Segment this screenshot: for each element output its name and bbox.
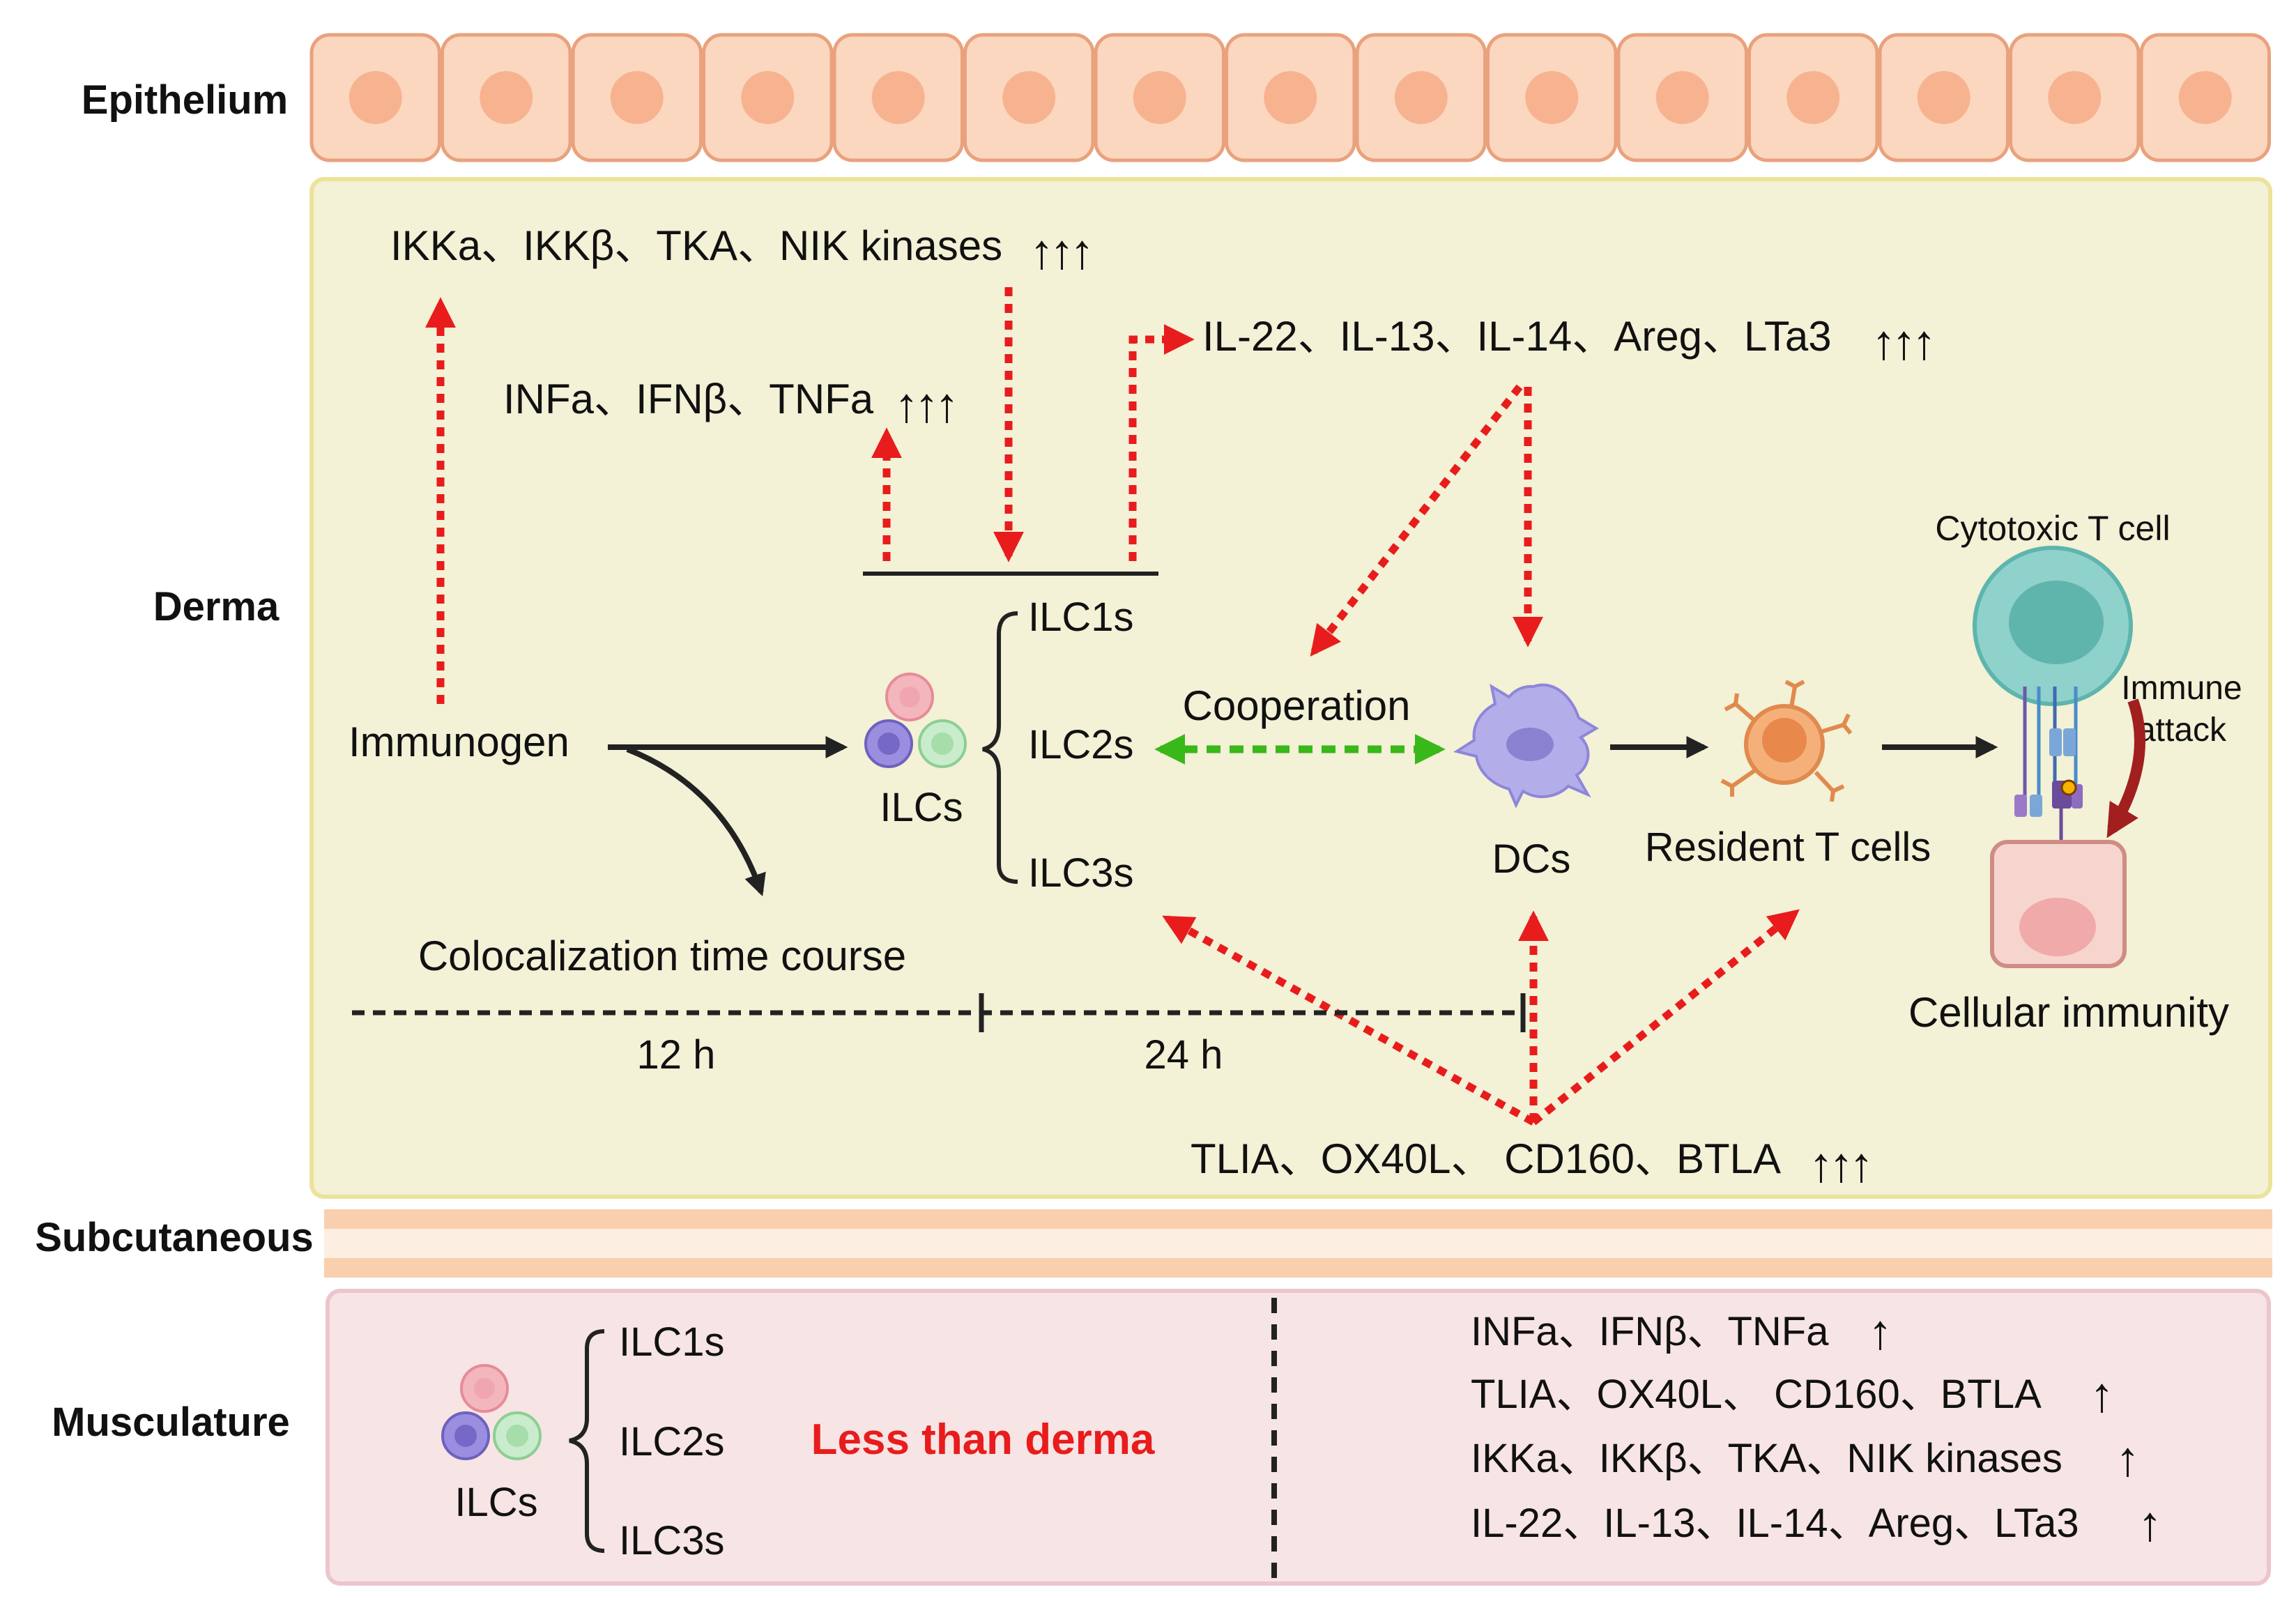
cellular-immunity-label: Cellular immunity — [1908, 989, 2229, 1036]
cytotoxic-t-cell — [1973, 546, 2133, 864]
timecourse-12h-label: 12 h — [637, 1032, 716, 1078]
interleukins-to-ilcs-arrow — [1310, 384, 1523, 657]
epithelial-cell-nucleus — [1394, 71, 1448, 124]
interferons-label: INFa、IFNβ、TNFa — [503, 376, 874, 422]
musculature-ilcs-cluster — [441, 1364, 542, 1460]
timecourse-title: Colocalization time course — [418, 933, 906, 979]
musculature-ilc2s-label: ILC2s — [619, 1419, 725, 1464]
musculature-factor-2-increase: ↑ — [2090, 1368, 2114, 1422]
ilc-subsets-brace — [982, 611, 1018, 884]
musculature-factor-3: IKKa、IKKβ、TKA、NIK kinases — [1471, 1436, 2062, 1481]
epithelial-cell-nucleus — [1264, 71, 1317, 124]
immunogen-label: Immunogen — [349, 719, 569, 765]
immune-attack-label-line1: Immune — [2121, 670, 2242, 707]
musculature-factor-2: TLIA、OX40L、 CD160、BTLA — [1471, 1372, 2042, 1417]
immunogen-to-timecourse-arrow — [626, 746, 766, 897]
musculature-factor-4: IL-22、IL-13、IL-14、Areg、LTa3 — [1471, 1501, 2079, 1546]
immune-attack-label-line2: attack — [2137, 712, 2227, 749]
resident-t-cells-label: Resident T cells — [1645, 825, 1931, 870]
ilc1s-label: ILC1s — [1028, 595, 1134, 640]
musculature-factor-4-increase: ↑ — [2138, 1496, 2162, 1551]
signaling-arrows — [425, 287, 1800, 1126]
interleukins-increase-arrows: ↑↑↑ — [1872, 315, 1932, 369]
interleukins-label: IL-22、IL-13、IL-14、Areg、LTa3 — [1202, 313, 1832, 360]
layer-label-musculature: Musculature — [52, 1400, 290, 1445]
musculature-layer — [326, 1289, 2271, 1586]
ilcs-cell-cluster — [864, 673, 967, 768]
epithelial-cell-nucleus — [2178, 71, 2232, 124]
epithelial-cell-nucleus — [1786, 71, 1840, 124]
epithelial-cell-nucleus — [480, 71, 533, 124]
musculature-ilcs-label: ILCs — [454, 1480, 537, 1525]
musculature-ilc1s-label: ILC1s — [619, 1319, 725, 1365]
epithelium-layer — [309, 33, 2271, 162]
layer-label-derma: Derma — [153, 584, 280, 629]
epithelial-cell-nucleus — [1917, 71, 1970, 124]
epithelial-cell-nucleus — [871, 71, 925, 124]
costimulatory-label: TLIA、OX40L、 CD160、BTLA — [1191, 1135, 1781, 1182]
kinases-increase-arrows: ↑↑↑ — [1030, 224, 1090, 279]
epithelial-cell-nucleus — [349, 71, 402, 124]
immune-attack-arrow — [2106, 698, 2145, 838]
interferons-increase-arrows: ↑↑↑ — [894, 378, 955, 432]
musculature-factor-1: INFa、IFNβ、TNFa — [1471, 1309, 1829, 1354]
cooperation-label: Cooperation — [1183, 682, 1411, 729]
epithelial-cell-nucleus — [1525, 71, 1579, 124]
epithelial-cell-nucleus — [610, 71, 664, 124]
derma-layer — [309, 177, 2272, 1199]
musculature-ilc3s-label: ILC3s — [619, 1518, 725, 1563]
musculature-factor-3-increase: ↑ — [2115, 1432, 2140, 1486]
musculature-factor-1-increase: ↑ — [1868, 1305, 1892, 1359]
subcutaneous-layer — [324, 1209, 2272, 1278]
target-cell — [1990, 840, 2127, 968]
layer-label-subcutaneous: Subcutaneous — [35, 1215, 314, 1260]
timecourse-24h-label: 24 h — [1145, 1032, 1223, 1078]
epithelial-cell-nucleus — [2048, 71, 2102, 124]
costim-to-resident-t-arrow — [1531, 909, 1800, 1126]
epithelial-cell-nucleus — [1002, 71, 1056, 124]
kinases-label: IKKa、IKKβ、TKA、NIK kinases — [390, 222, 1002, 269]
resident-t-cell — [1720, 680, 1853, 802]
dendritic-cell — [1453, 683, 1599, 809]
costim-to-ilc3s-arrow — [1162, 915, 1536, 1126]
epithelial-cell-nucleus — [1133, 71, 1186, 124]
ilc3s-label: ILC3s — [1028, 850, 1134, 896]
timecourse-line — [352, 993, 1526, 1032]
cytotoxic-t-cell-label: Cytotoxic T cell — [1935, 509, 2170, 548]
dcs-label: DCs — [1492, 836, 1571, 882]
layer-label-epithelium: Epithelium — [82, 77, 288, 123]
flow-arrows — [608, 736, 1998, 897]
ilc-to-interleukins-arrow — [1128, 324, 1195, 561]
epithelial-cell-nucleus — [741, 71, 795, 124]
musculature-ilc-brace — [569, 1329, 605, 1553]
epithelial-cell-nucleus — [1655, 71, 1709, 124]
less-than-derma-label: Less than derma — [811, 1416, 1155, 1464]
ilc2s-label: ILC2s — [1028, 722, 1134, 767]
ilcs-label: ILCs — [880, 785, 963, 830]
costimulatory-increase-arrows: ↑↑↑ — [1809, 1137, 1869, 1192]
